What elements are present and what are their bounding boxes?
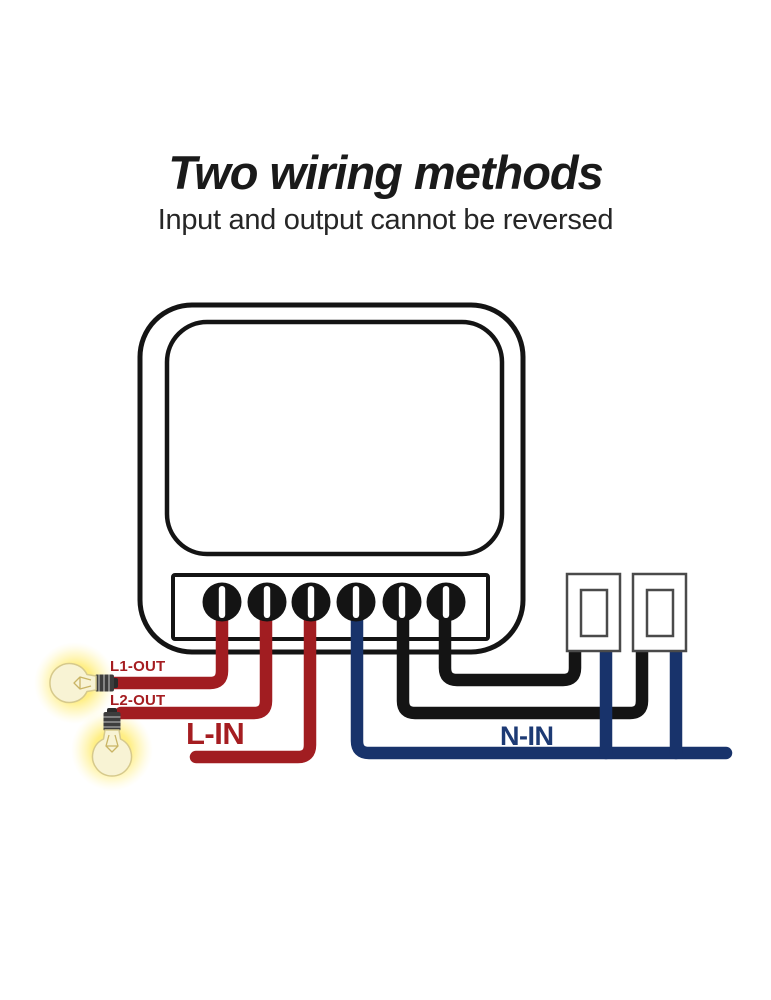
wire-n-in [350,593,733,760]
wall-switch-2-rocker [645,588,675,638]
wire-l1-out [105,593,229,690]
terminal-1 [202,582,242,622]
header: Two wiring methods Input and output cann… [0,148,771,237]
page-subtitle: Input and output cannot be reversed [157,204,614,237]
terminals [202,582,466,622]
terminal-3 [291,582,331,622]
label-l-in: L-IN [186,716,245,751]
terminal-6 [426,582,466,622]
wall-switch-1-rocker [579,588,609,638]
terminal-5 [382,582,422,622]
label-l2-out: L2-OUT [110,692,166,709]
label-n-in: N-IN [500,721,554,751]
wire-switch1-black [438,593,582,687]
wire-l-in [189,593,317,764]
smart-switch-device [137,302,526,655]
label-l1-out: L1-OUT [110,658,166,675]
wire-switch2-black [396,593,649,720]
terminal-4 [336,582,376,622]
wires [105,593,733,764]
wire-l2-out [114,593,273,720]
device-display [164,319,505,557]
wall-switch-2 [631,572,688,653]
terminal-2 [247,582,287,622]
wall-switch-1 [565,572,622,653]
page-title: Two wiring methods [168,146,604,199]
